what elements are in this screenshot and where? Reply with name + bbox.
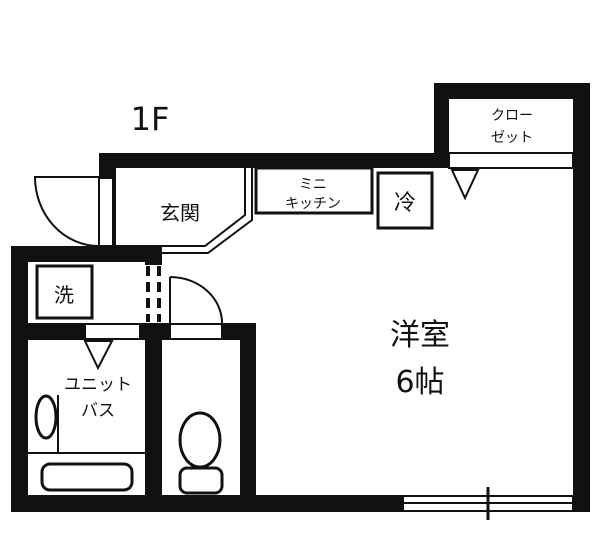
entrance-door-frame	[98, 177, 114, 247]
entrance-door-swing[interactable]	[33, 176, 100, 247]
main-room-label-2: 6帖	[395, 365, 444, 400]
closet-top-wall	[434, 83, 590, 99]
floor-label: 1F	[131, 100, 170, 138]
bath-door-triangle-icon	[83, 340, 114, 371]
main-room-label-1: 洋室	[390, 318, 450, 353]
fridge-label: 冷	[394, 191, 416, 216]
bathtub	[40, 462, 134, 492]
walls	[11, 83, 590, 512]
washer-box	[35, 264, 94, 320]
mini-kitchen-counter	[254, 166, 374, 215]
bath-door[interactable]	[84, 323, 141, 340]
bath-top-wall	[11, 246, 162, 262]
closet-left-wall	[434, 83, 449, 168]
toilet-door-swing	[169, 276, 223, 324]
toilet-top-wall-left	[162, 323, 170, 340]
entrance-outline	[114, 168, 246, 247]
closet-door-triangle-icon	[450, 169, 480, 201]
entrance-label: 玄関	[160, 201, 200, 225]
toilet-tank-icon	[178, 466, 224, 495]
toilet-bowl-icon	[178, 411, 222, 469]
closet-door[interactable]	[448, 152, 574, 169]
closet-label-1: クロー	[491, 108, 533, 124]
washer-label: 洗	[54, 283, 74, 307]
fridge-box	[376, 171, 434, 230]
left-wall	[11, 246, 28, 512]
wash-bath-wall-right	[140, 323, 150, 340]
entrance-step	[162, 168, 253, 254]
kitchen-label-1: ミニ	[299, 177, 327, 193]
right-wall	[573, 83, 590, 512]
bath-toilet-wall	[145, 246, 162, 265]
wash-bath-wall	[28, 323, 85, 340]
bath-sink	[34, 394, 58, 440]
toilet-right-wall	[240, 323, 256, 495]
bath-label-1: ユニット	[64, 375, 132, 395]
entrance-left-wall	[99, 153, 115, 178]
top-wall	[99, 153, 449, 168]
toilet-door[interactable]	[169, 323, 223, 340]
bath-toilet-wall-lower	[145, 323, 162, 495]
closet-label-2: ゼット	[491, 130, 533, 146]
bath-label-2: バス	[81, 401, 115, 421]
kitchen-label-2: キッチン	[285, 196, 341, 212]
